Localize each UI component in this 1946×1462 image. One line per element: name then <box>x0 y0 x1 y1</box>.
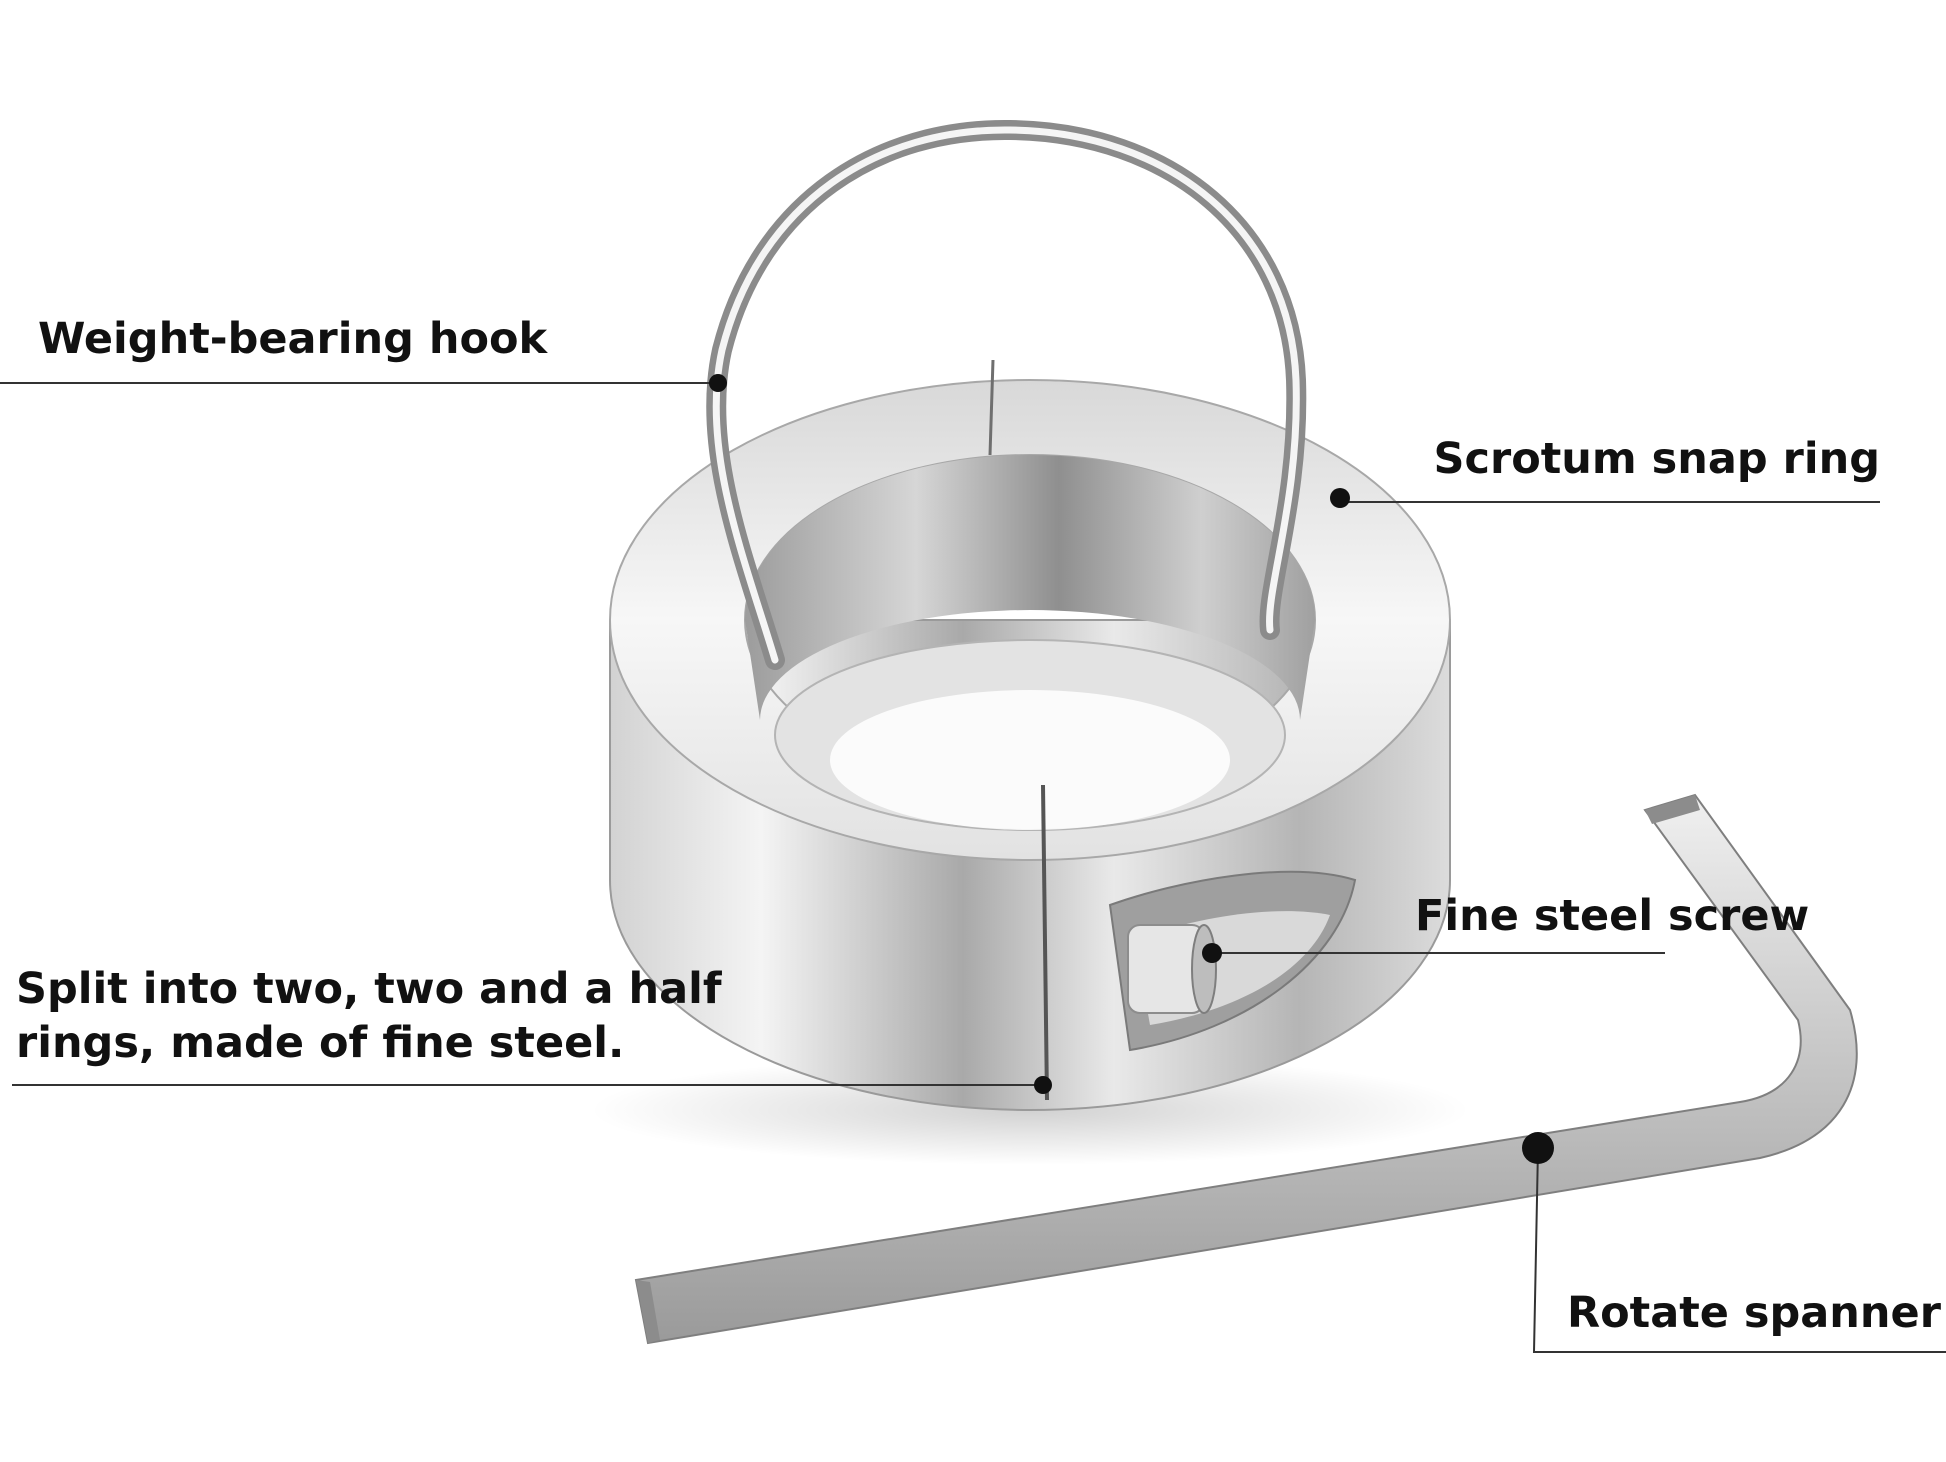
hex-wrench <box>634 793 1858 1345</box>
ring-inner-bore <box>745 455 1315 720</box>
label-scrotum-snap-ring: Scrotum snap ring <box>1433 434 1880 484</box>
dot-spanner <box>1522 1132 1554 1164</box>
callout-dots <box>709 374 1554 1164</box>
label-weight-bearing-hook: Weight-bearing hook <box>38 314 548 364</box>
dot-ring <box>1330 488 1350 508</box>
leader-spanner <box>1532 1147 1946 1353</box>
label-fine-steel-screw: Fine steel screw <box>1415 891 1810 941</box>
dot-screw <box>1202 943 1222 963</box>
label-split-rings: Split into two, two and a half rings, ma… <box>16 962 722 1070</box>
label-split-line-2: rings, made of fine steel. <box>16 1018 625 1068</box>
dot-hook <box>709 374 727 392</box>
leader-lines <box>0 382 1946 1353</box>
label-rotate-spanner: Rotate spanner <box>1567 1288 1941 1338</box>
split-seam-front <box>1041 784 1049 1101</box>
split-seam-top <box>988 359 995 456</box>
dot-split <box>1034 1076 1052 1094</box>
label-split-line-1: Split into two, two and a half <box>16 964 722 1014</box>
